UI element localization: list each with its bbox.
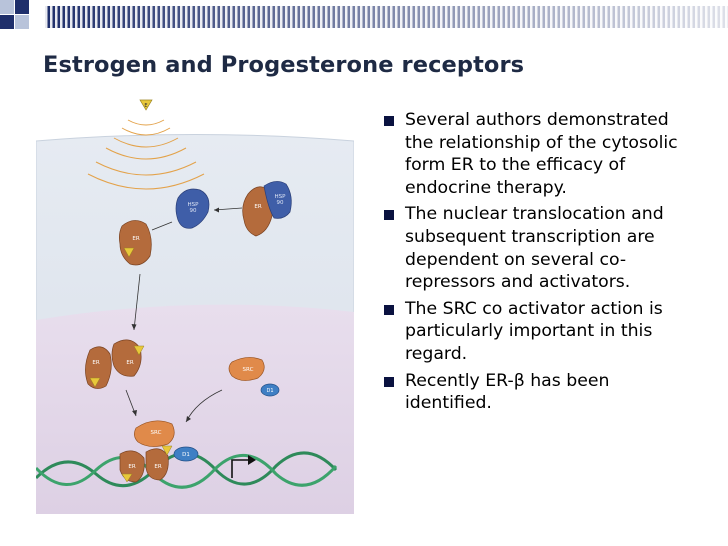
svg-text:SRC: SRC [151,430,162,436]
bullet-list: Several authors demonstrated the relatio… [380,109,680,419]
svg-text:ER: ER [128,464,135,470]
svg-text:E: E [144,103,147,109]
square-bullet-icon [384,116,394,126]
er-ligand-complex-cytoplasm: ER [118,220,152,266]
bullet-item: The nuclear translocation and subsequent… [380,203,680,293]
er-dimer-nucleus: ER ER [85,339,145,389]
slide-title: Estrogen and Progesterone receptors [43,52,525,78]
svg-text:ER: ER [126,360,133,366]
src-coactivator-free: SRC D1 [228,357,280,397]
svg-text:D1: D1 [266,388,273,394]
transcription-start-arrow [231,455,256,478]
estrogen-ligand: E [139,99,153,111]
bullet-item: The SRC co activator action is particula… [380,298,680,366]
svg-text:SRC: SRC [243,367,254,373]
svg-text:ER: ER [154,464,161,470]
bullet-item: Several authors demonstrated the relatio… [380,109,680,199]
square-bullet-icon [384,304,394,315]
header-stripes [0,0,728,29]
square-bullet-icon [384,210,394,221]
bullet-item: Recently ER-β has been identified. [380,370,680,415]
svg-text:D1: D1 [182,452,190,458]
svg-text:ER: ER [92,360,99,366]
svg-text:ER: ER [254,204,261,210]
svg-text:ER: ER [132,236,139,242]
transcription-complex: SRC D1 ER ER [119,420,199,483]
square-bullet-icon [384,376,394,387]
